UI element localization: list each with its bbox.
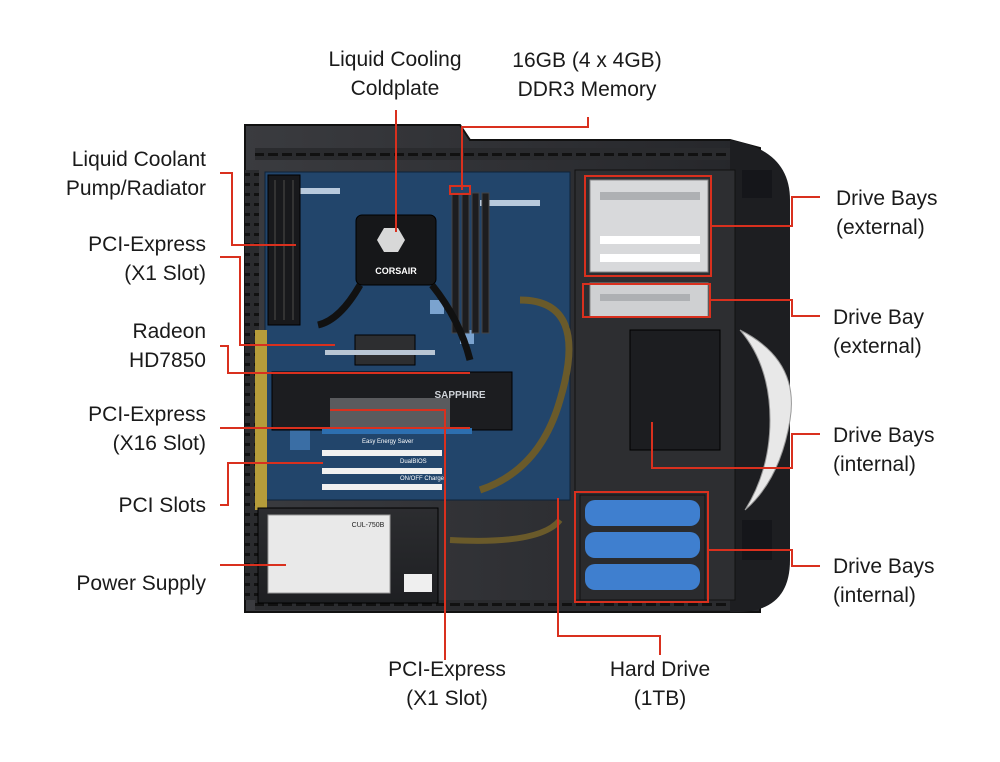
drive-cage: [574, 169, 736, 601]
coldplate: CORSAIR: [316, 214, 474, 361]
expansion-slots: Easy Energy Saver DualBIOS ON/OFF Charge: [322, 350, 472, 490]
label-pcie-x1-top: PCI-Express (X1 Slot): [10, 230, 206, 288]
label-drive-bay-ext-line2: (external): [833, 335, 922, 358]
easy-energy-text: Easy Energy Saver: [362, 439, 413, 445]
label-hard-drive: Hard Drive (1TB): [580, 655, 740, 713]
label-drive-bays-ext-top-line1: Drive Bays: [836, 187, 938, 210]
label-hard-drive-line2: (1TB): [633, 687, 687, 710]
label-memory-line2: DDR3 Memory: [517, 78, 657, 101]
memory-highlight-box: [449, 185, 471, 195]
gpu-brand-text: SAPPHIRE: [434, 390, 485, 401]
pump-radiator: [267, 174, 301, 326]
label-pump-radiator-line1: Liquid Coolant: [71, 148, 206, 171]
label-liquid-cooling: Liquid Cooling Coldplate: [307, 45, 483, 103]
label-radeon: Radeon HD7850: [10, 317, 206, 375]
label-pcie-x1-top-line2: (X1 Slot): [124, 262, 206, 285]
label-power-supply: Power Supply: [10, 569, 206, 598]
label-memory: 16GB (4 x 4GB) DDR3 Memory: [492, 46, 682, 104]
graphics-card: SAPPHIRE: [271, 371, 513, 431]
label-drive-bays-int-mid: Drive Bays (internal): [833, 421, 983, 479]
drive-bays-int-box: [574, 491, 709, 603]
on-off-charge-text: ON/OFF Charge: [400, 476, 445, 482]
label-liquid-cooling-line1: Liquid Cooling: [328, 48, 462, 71]
label-drive-bays-int-low-line2: (internal): [833, 584, 916, 607]
psu-model-text: CUL-750B: [352, 522, 385, 529]
power-supply-unit: CUL-750B: [257, 507, 439, 604]
label-pci-slots: PCI Slots: [10, 491, 206, 520]
label-memory-line1: 16GB (4 x 4GB): [512, 49, 662, 72]
label-pcie-x16-line2: (X16 Slot): [112, 432, 206, 455]
label-pump-radiator-line2: Pump/Radiator: [65, 177, 206, 200]
front-bezel: [730, 140, 792, 613]
label-pcie-x16: PCI-Express (X16 Slot): [10, 400, 206, 458]
rear-slot-brackets: [255, 330, 267, 510]
label-drive-bays-int-mid-line1: Drive Bays: [833, 424, 935, 447]
label-power-supply-line1: Power Supply: [76, 572, 206, 595]
label-pcie-x1-top-line1: PCI-Express: [88, 233, 206, 256]
label-drive-bays-ext-top: Drive Bays (external): [836, 184, 986, 242]
label-pump-radiator: Liquid Coolant Pump/Radiator: [10, 145, 206, 203]
motherboard: [264, 171, 571, 501]
label-drive-bays-int-low-line1: Drive Bays: [833, 555, 935, 578]
label-hard-drive-line1: Hard Drive: [609, 658, 711, 681]
dual-bios-text: DualBIOS: [400, 459, 427, 465]
label-drive-bay-ext-line1: Drive Bay: [833, 306, 925, 329]
label-drive-bays-int-low: Drive Bays (internal): [833, 552, 983, 610]
label-drive-bays-ext-top-line2: (external): [836, 216, 925, 239]
cooler-brand-text: CORSAIR: [375, 266, 417, 276]
label-drive-bays-int-mid-line2: (internal): [833, 453, 916, 476]
cable-bundle: [449, 296, 573, 544]
label-pcie-x1-bottom-line2: (X1 Slot): [406, 687, 488, 710]
label-liquid-cooling-line2: Coldplate: [350, 77, 440, 100]
label-drive-bay-ext: Drive Bay (external): [833, 303, 983, 361]
label-pcie-x1-bottom: PCI-Express (X1 Slot): [357, 655, 537, 713]
label-pci-slots-line1: PCI Slots: [118, 494, 206, 517]
label-pcie-x16-line1: PCI-Express: [88, 403, 206, 426]
label-pcie-x1-bottom-line1: PCI-Express: [388, 658, 506, 681]
callout-lines: [220, 110, 820, 660]
label-radeon-line1: Radeon: [132, 320, 206, 343]
label-radeon-line2: HD7850: [128, 349, 206, 372]
